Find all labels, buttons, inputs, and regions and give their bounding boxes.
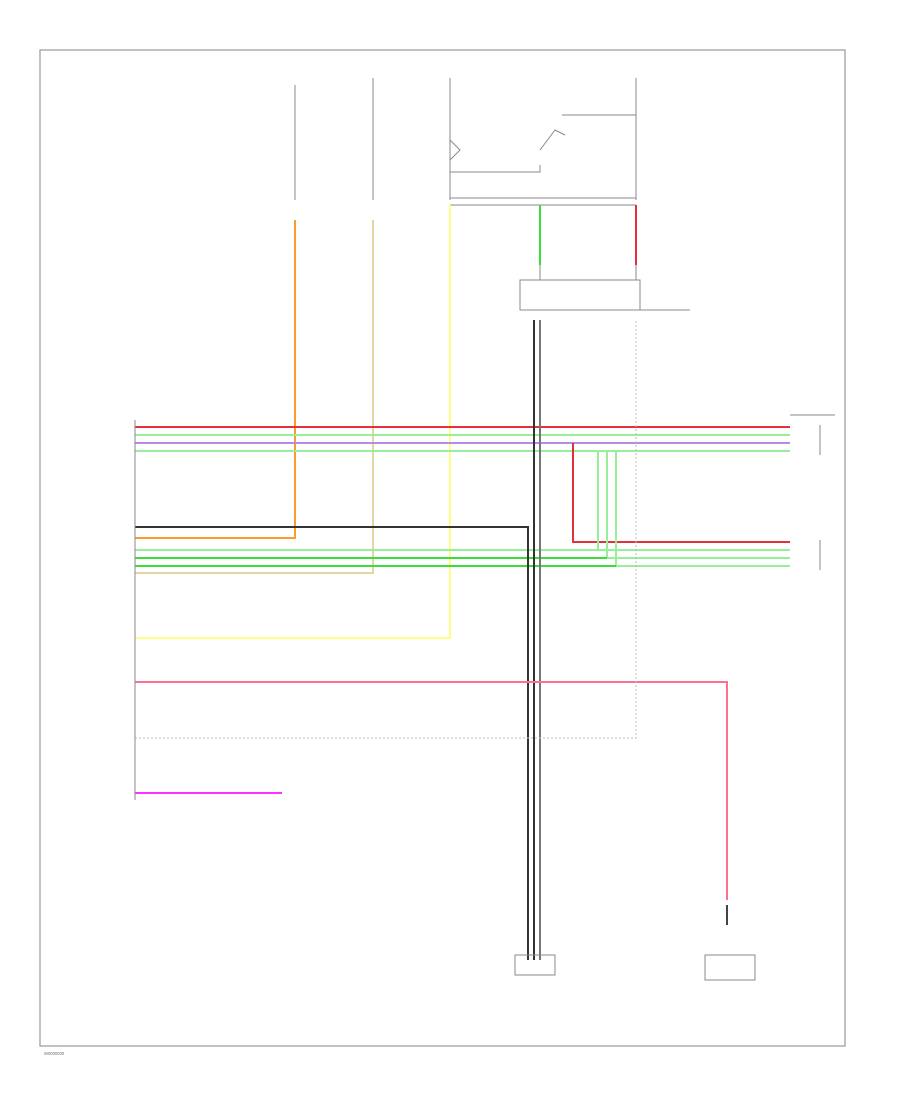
fuse-feeds (294, 78, 637, 206)
wire-yellow (135, 205, 451, 639)
wire-tan (135, 220, 374, 574)
wire-red-rear (572, 443, 790, 543)
compressor-module (519, 265, 690, 311)
powertrain-module (704, 905, 756, 981)
wire-exhaust-dotted (135, 320, 637, 739)
figure-code: W0000000 (44, 1051, 65, 1056)
wire-pink (135, 681, 728, 900)
wire-orange (135, 220, 296, 539)
wire-lightgreen-rear-a (597, 451, 790, 551)
diagram-frame (39, 49, 846, 1047)
sensor-connectors (790, 414, 835, 570)
wires (135, 205, 790, 960)
ground-block (514, 954, 556, 976)
wire-lightgreen-rear-c (615, 451, 790, 567)
wire-black-ground-a (135, 526, 529, 960)
